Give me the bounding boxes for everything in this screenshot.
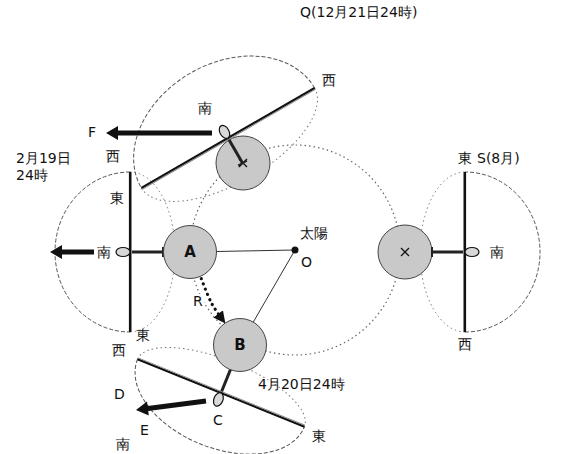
diagram-label: O [301,254,312,271]
direction-arrow [136,399,206,416]
position-letter: B [234,338,245,353]
diagram-label: 太陽 [300,225,328,242]
diagram-label: Q(12月21日24時) [300,4,417,21]
sun-dot [292,247,299,254]
diagram-label: 東 [110,190,124,207]
diagram-label: 2月19日 24時 [16,150,78,184]
earth [216,136,270,190]
earth-circle: A [163,225,217,279]
horizon-edge [142,89,315,189]
earth-circle: B [213,318,267,372]
horizon-sphere [141,88,337,227]
direction-arrow [50,245,94,259]
diagram-label: F [88,124,96,141]
edge-label: R [192,294,204,309]
celestial-sphere [104,23,315,188]
diagram-label: 南 [198,100,212,117]
observer-figure [212,391,226,407]
diagram-label: S(8月) [477,150,520,167]
celestial-sphere [117,359,304,454]
diagram-label: 南 [97,244,111,261]
earth-center [401,248,409,256]
diagram-label: D [114,386,125,403]
stand [130,251,163,254]
diagram-label: 南 [116,436,130,453]
earth [378,225,432,279]
diagram-label: 東 [136,327,150,344]
horizon-edge [463,172,464,332]
diagram-label: 西 [322,72,336,89]
stand [432,251,465,254]
stand [228,138,243,163]
horizon-edge [131,172,132,332]
stand-foot [431,247,433,257]
horizon-plane [141,88,314,188]
observer-figure [465,248,479,257]
diagram-label: 南 [490,244,504,261]
observer-figure [116,248,130,257]
observer-figure [217,124,232,141]
direction-arrow [106,126,212,140]
diagram-label: C [213,412,223,429]
celestial-sphere [465,172,540,332]
diagram-label: 西 [112,342,126,359]
sphere-back [141,88,337,227]
diagram-label: 東 [312,428,326,445]
diagram-label: 東 [458,150,472,167]
diagram-label: 4月20日24時 [258,376,345,393]
stand-foot [238,161,247,166]
diagram-label: E [140,422,149,439]
diagram-label: 西 [458,336,472,353]
diagram-label: 西 [106,148,120,165]
observer [432,172,540,332]
position-letter: A [184,245,196,260]
observer [104,23,329,213]
revolution-arrow [201,279,224,322]
